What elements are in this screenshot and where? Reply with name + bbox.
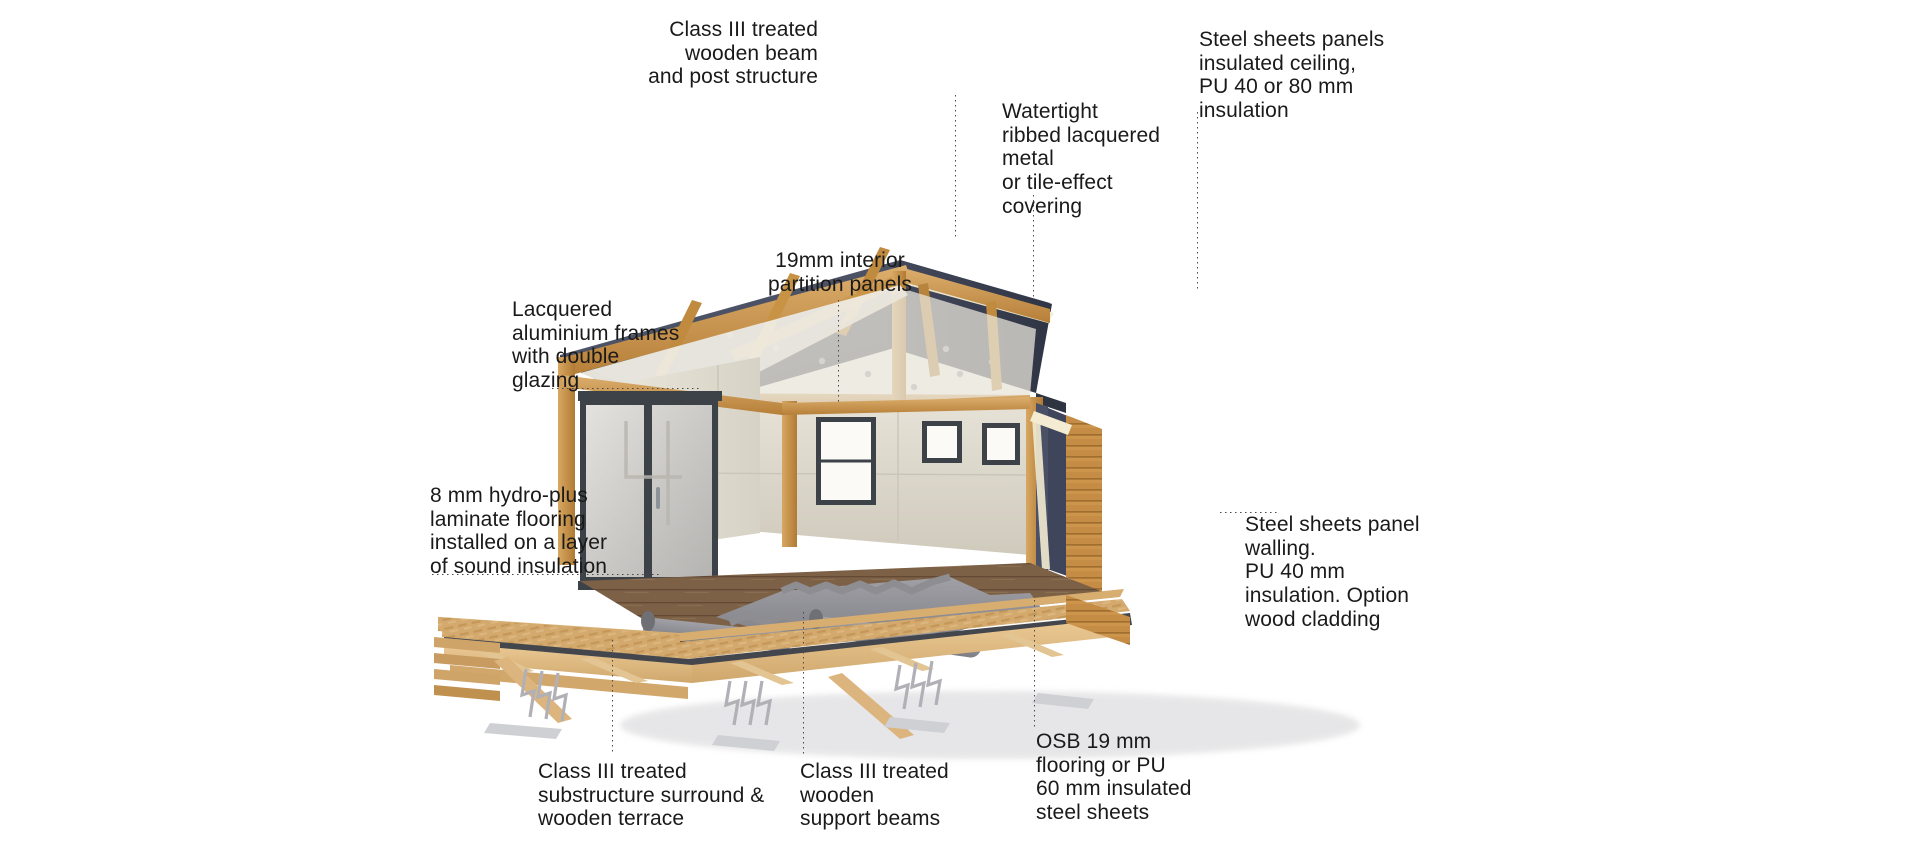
leader-steel-sheets-ceiling: [1197, 112, 1198, 290]
window-small-1: [922, 421, 962, 463]
deck-underside-shadow: [444, 613, 1132, 673]
leader-osb-flooring: [1034, 600, 1035, 728]
post-front-left: [558, 357, 575, 565]
label-watertight-roof-covering: Watertight ribbed lacquered metal or til…: [1002, 100, 1161, 218]
leader-watertight-roof-covering: [1033, 195, 1034, 300]
door-handle: [656, 487, 660, 509]
joist-4: [870, 647, 934, 671]
building-cutaway-illustration: [430, 225, 1500, 785]
leader-class-iii-beam-post: [955, 95, 956, 240]
joist-2: [580, 657, 648, 683]
leader-steel-sheets-panel-walling: [1220, 512, 1280, 513]
roof-eave-right: [1036, 393, 1066, 413]
label-lacquered-aluminium-frames: Lacquered aluminium frames with double g…: [512, 298, 680, 393]
osb-deck-top: [440, 589, 1124, 641]
joist-3: [730, 661, 794, 685]
sliding-glass-door: [578, 391, 724, 590]
label-substructure-wooden-terrace: Class III treated substructure surround …: [538, 760, 765, 831]
ceiling-panel-back: [690, 289, 1036, 411]
window-small-2: [982, 423, 1020, 465]
label-hydro-plus-laminate-flooring: 8 mm hydro-plus laminate flooring instal…: [430, 484, 608, 579]
leader-lacquered-aluminium-frames: [552, 388, 700, 389]
base-skirt-right: [1066, 595, 1130, 645]
terrace-surround-planks: [434, 637, 500, 701]
label-steel-sheets-ceiling: Steel sheets panels insulated ceiling, P…: [1199, 28, 1385, 123]
door-mullion: [644, 405, 652, 577]
leader-hydro-plus-laminate-flooring: [432, 574, 660, 575]
label-class-iii-beam-post: Class III treated wooden beam and post s…: [648, 18, 818, 89]
top-rail-right: [782, 397, 1030, 415]
door-lintel: [578, 391, 722, 401]
sound-insulation-zigzag-edge-2: [728, 611, 804, 627]
wall-wood-cladding: [1066, 415, 1102, 593]
label-wooden-support-beams: Class III treated wooden support beams: [800, 760, 949, 831]
leader-substructure-wooden-terrace: [612, 640, 613, 752]
post-mid: [782, 401, 797, 547]
metal-support-brackets: [520, 660, 943, 726]
label-osb-flooring: OSB 19 mm flooring or PU 60 mm insulated…: [1036, 730, 1192, 825]
wall-insulation-edge: [1030, 411, 1072, 435]
joist-5: [1000, 633, 1064, 657]
wall-edge-strip-diagonal: [1032, 417, 1050, 569]
window-tall-back: [816, 417, 876, 505]
terrace-deck-front: [438, 617, 680, 649]
sound-insulation-zigzag-edge: [780, 573, 951, 595]
base-plates: [484, 693, 1094, 751]
label-interior-partition-panels: 19mm interior partition panels: [767, 249, 913, 296]
wooden-post-structure: [558, 357, 1043, 573]
leader-interior-partition-panels: [838, 300, 839, 405]
ground-shadow: [620, 691, 1360, 759]
leader-wooden-support-beams: [803, 612, 804, 754]
label-steel-sheets-panel-walling: Steel sheets panel walling. PU 40 mm ins…: [1245, 513, 1420, 631]
